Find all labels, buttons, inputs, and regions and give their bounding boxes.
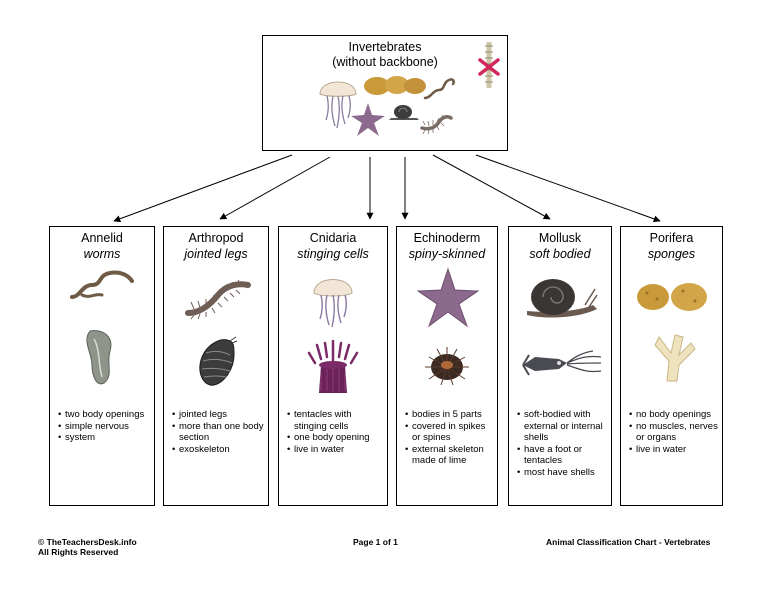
category-box-arthropod: Arthropod jointed legs jointed legs more… <box>163 226 269 506</box>
fact-item: no body openings <box>629 409 719 421</box>
footer-document-title: Animal Classification Chart - Vertebrate… <box>546 537 711 547</box>
invertebrates-title: Invertebrates (without backbone) <box>263 36 507 70</box>
fact-item: live in water <box>287 444 384 456</box>
no-backbone-icon <box>478 42 500 88</box>
snail-icon <box>389 105 419 120</box>
title-line-1: Invertebrates <box>348 40 422 54</box>
fact-item: simple nervous <box>58 421 151 433</box>
fact-item: covered in spikes or spines <box>405 421 494 444</box>
fact-item: system <box>58 432 151 444</box>
squid-icon <box>522 350 602 376</box>
fact-list: bodies in 5 parts covered in spikes or s… <box>405 409 494 467</box>
arrow-to-arthropod <box>219 156 331 220</box>
fact-list: soft-bodied with external or internal sh… <box>517 409 608 478</box>
arrow-to-mollusk <box>432 154 551 220</box>
fact-item: tentacles with stinging cells <box>287 409 384 432</box>
fact-list: jointed legs more than one body section … <box>172 409 265 455</box>
sea-urchin-icon <box>425 347 469 386</box>
fact-item: external skeleton made of lime <box>405 444 494 467</box>
pill-bug-icon <box>199 336 238 386</box>
fact-item: more than one body section <box>172 421 265 444</box>
category-description: spiny-skinned <box>408 247 486 261</box>
worm-icon <box>423 78 456 100</box>
category-box-echinoderm: Echinoderm spiny-skinned bodies in 5 par… <box>396 226 498 506</box>
category-box-cnidaria: Cnidaria stinging cells tentacles with s… <box>278 226 388 506</box>
fact-list: tentacles with stinging cells one body o… <box>287 409 384 455</box>
fact-item: have a foot or tentacles <box>517 444 608 467</box>
category-box-porifera: Porifera sponges no body openings no mus… <box>620 226 723 506</box>
fact-item: one body opening <box>287 432 384 444</box>
fact-item: exoskeleton <box>172 444 265 456</box>
category-description: sponges <box>647 247 696 261</box>
invertebrates-box: Invertebrates (without backbone) <box>262 35 508 151</box>
jellyfish-icon <box>313 279 353 328</box>
jellyfish-icon <box>319 81 357 129</box>
category-name: Porifera <box>649 231 694 245</box>
arrow-to-porifera <box>475 154 661 223</box>
category-description: jointed legs <box>184 247 248 261</box>
fact-item: no muscles, nerves or organs <box>629 421 719 444</box>
snail-icon <box>527 279 598 318</box>
category-name: Arthropod <box>188 231 244 245</box>
centipede-icon <box>185 279 251 320</box>
worm-icon <box>70 270 134 299</box>
rights-text: All Rights Reserved <box>38 547 119 557</box>
category-description: stinging cells <box>297 247 369 261</box>
category-name: Mollusk <box>538 231 582 245</box>
copyright-text: © TheTeachersDesk.info <box>38 537 137 547</box>
fact-item: most have shells <box>517 467 608 479</box>
category-description: worms <box>83 247 121 261</box>
fact-item: jointed legs <box>172 409 265 421</box>
category-name: Annelid <box>81 231 123 245</box>
sponge-icon <box>637 283 707 311</box>
leech-icon <box>86 330 112 385</box>
fact-item: two body openings <box>58 409 151 421</box>
fact-item: bodies in 5 parts <box>405 409 494 421</box>
footer-copyright: © TheTeachersDesk.info All Rights Reserv… <box>38 537 137 557</box>
sponge-icon <box>364 76 426 95</box>
category-box-mollusk: Mollusk soft bodied soft-bodied with ext… <box>508 226 612 506</box>
starfish-icon <box>416 267 480 328</box>
fact-item: soft-bodied with external or internal sh… <box>517 409 608 444</box>
fact-item: live in water <box>629 444 719 456</box>
footer-page-number: Page 1 of 1 <box>353 537 398 547</box>
category-description: soft bodied <box>529 247 591 261</box>
arrow-to-annelid <box>113 154 293 223</box>
centipede-icon <box>420 114 453 135</box>
category-name: Echinoderm <box>413 231 481 245</box>
starfish-icon <box>351 103 385 136</box>
fact-list: no body openings no muscles, nerves or o… <box>629 409 719 455</box>
title-line-2: (without backbone) <box>332 55 438 69</box>
category-box-annelid: Annelid worms two body openings simple n… <box>49 226 155 506</box>
fact-list: two body openings simple nervous system <box>58 409 151 444</box>
sponge-branch-icon <box>654 334 696 382</box>
sea-anemone-icon <box>307 339 359 393</box>
category-name: Cnidaria <box>309 231 357 245</box>
